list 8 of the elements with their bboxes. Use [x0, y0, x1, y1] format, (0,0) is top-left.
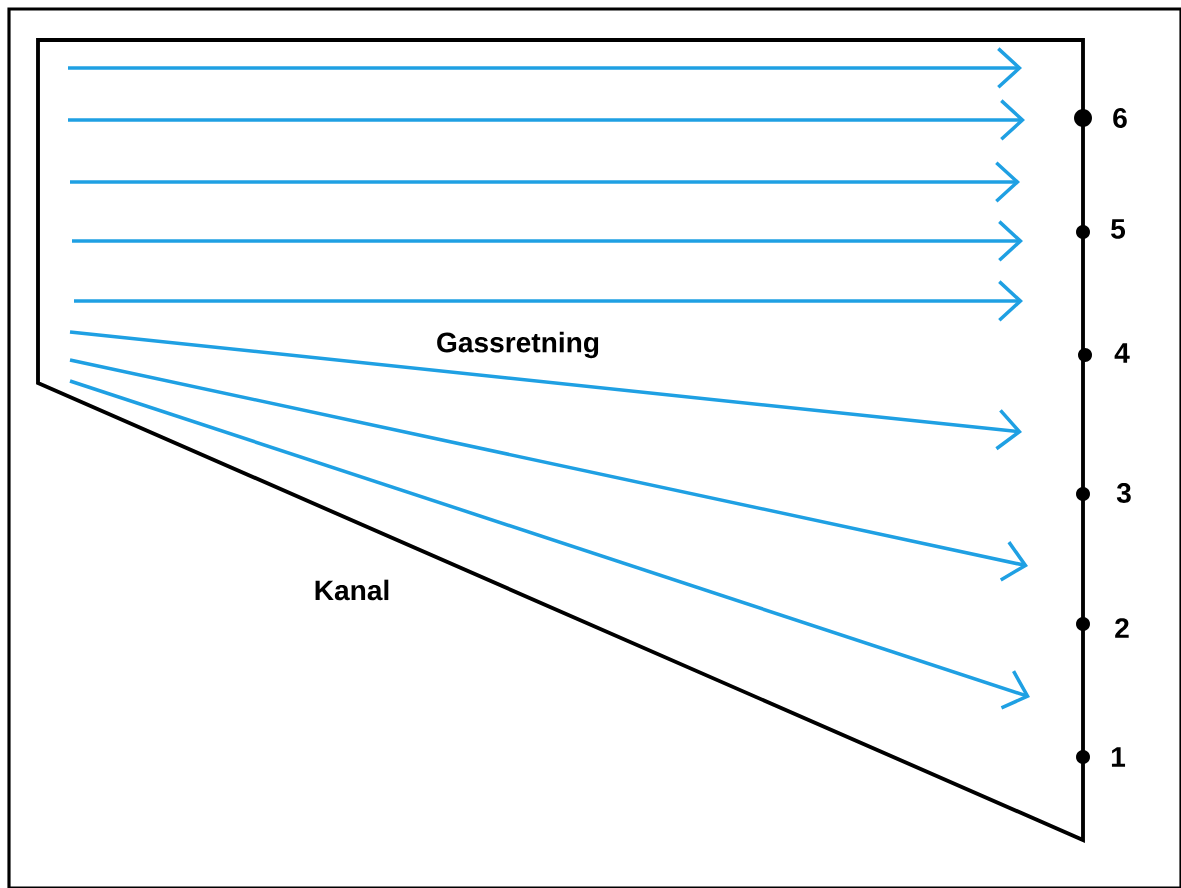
- label: 3: [1116, 483, 1131, 503]
- label: Kanal: [315, 579, 389, 601]
- label: 5: [1111, 219, 1126, 239]
- label: 2: [1115, 618, 1129, 638]
- label: 1: [1111, 747, 1126, 767]
- label: Gassretning: [437, 331, 599, 359]
- label: 6: [1113, 108, 1127, 128]
- label: 4: [1114, 343, 1130, 363]
